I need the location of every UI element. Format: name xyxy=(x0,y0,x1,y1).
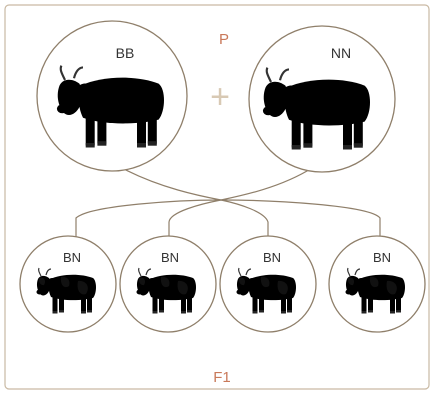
offspring-3-genotype: BN xyxy=(263,250,281,265)
parent-nn-group: NN xyxy=(248,25,396,173)
spotted-cow-image xyxy=(135,267,198,315)
spotted-cow-image xyxy=(235,267,298,315)
parent-nn-genotype: NN xyxy=(331,45,351,61)
inheritance-lines xyxy=(75,167,381,238)
cross-symbol: + xyxy=(210,78,230,116)
offspring-2-genotype: BN xyxy=(161,250,179,265)
parent-generation-label: P xyxy=(219,31,229,48)
offspring-generation-label: F1 xyxy=(213,369,231,386)
offspring-4-genotype: BN xyxy=(373,250,391,265)
parent-bb-group: BB xyxy=(36,20,188,172)
offspring-3-group: BN xyxy=(219,235,317,333)
offspring-4-group: BN xyxy=(328,235,426,333)
spotted-cow-image xyxy=(35,267,98,315)
offspring-2-group: BN xyxy=(119,235,217,333)
offspring-1-genotype: BN xyxy=(63,250,81,265)
parent-bb-genotype: BB xyxy=(116,45,135,61)
spotted-cow-image xyxy=(344,267,407,315)
offspring-1-group: BN xyxy=(19,235,117,333)
